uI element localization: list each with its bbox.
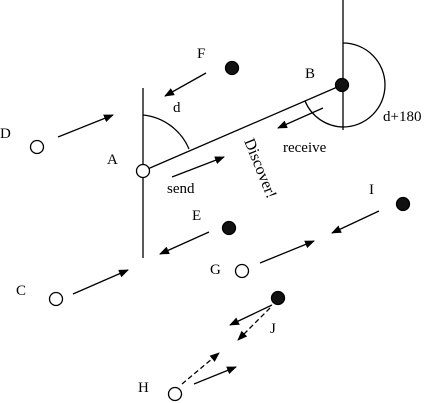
node-b <box>334 77 350 93</box>
label-c: C <box>16 283 26 299</box>
arrow-e <box>159 231 210 255</box>
angle-label-d-plus-180: d+180 <box>383 109 421 125</box>
arrow-h-solid <box>193 366 237 385</box>
arrow-send <box>171 156 225 178</box>
arrow-j-solid <box>229 304 273 326</box>
label-i: I <box>369 182 374 198</box>
arrow-receive <box>277 107 324 129</box>
label-e: E <box>192 208 201 224</box>
link-a-b <box>142 84 343 172</box>
discover-label: Discover! <box>240 136 279 201</box>
node-e <box>221 220 237 236</box>
label-a: A <box>107 152 118 168</box>
node-a <box>135 163 151 179</box>
arrow-d <box>57 114 114 138</box>
label-j: J <box>270 321 276 337</box>
arrow-h-dashed <box>181 352 220 385</box>
node-h <box>167 386 183 402</box>
angle-arc-b <box>304 42 386 128</box>
label-d: D <box>0 126 11 142</box>
angle-label-d: d <box>173 100 181 116</box>
receive-label: receive <box>283 140 327 156</box>
node-i <box>395 196 411 212</box>
label-f: F <box>197 46 205 62</box>
node-f <box>224 60 240 76</box>
send-label: send <box>167 181 195 197</box>
arrow-j-dashed <box>237 307 271 341</box>
arrow-c <box>72 269 129 295</box>
arrow-i <box>331 210 380 234</box>
arrow-f <box>164 72 207 97</box>
node-g <box>234 263 250 279</box>
node-j <box>270 290 286 306</box>
node-c <box>48 291 64 307</box>
label-g: G <box>210 262 221 278</box>
label-h: H <box>138 380 149 396</box>
label-b: B <box>305 66 315 82</box>
arrow-g <box>259 240 315 264</box>
angle-arc-a <box>142 114 190 150</box>
node-d <box>29 139 45 155</box>
